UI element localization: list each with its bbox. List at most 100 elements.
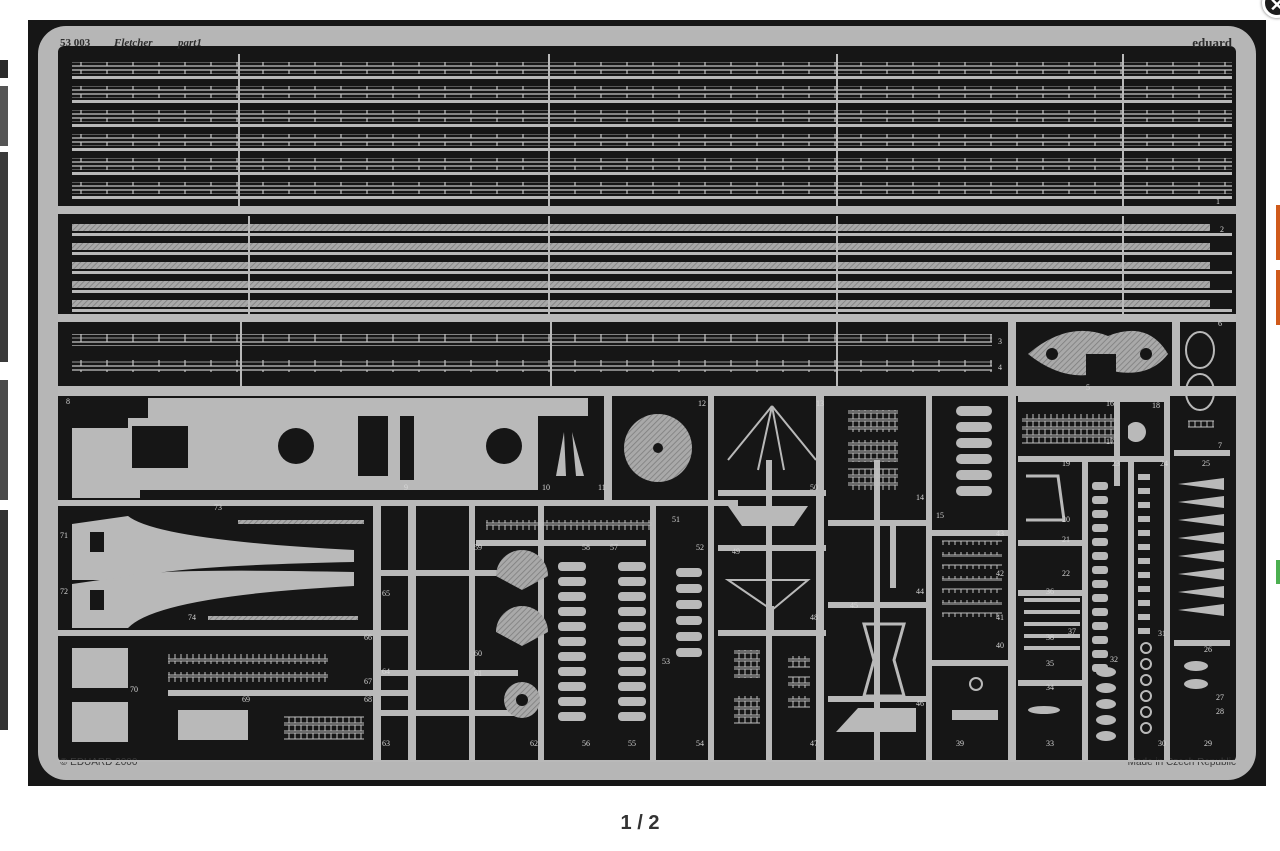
ladder <box>942 612 1002 617</box>
spike-part <box>1178 496 1224 508</box>
ladder <box>168 672 328 682</box>
ladder <box>942 540 1002 545</box>
bracket <box>556 432 566 476</box>
pill-part <box>1138 572 1150 578</box>
part-code: 53 003 <box>60 37 91 49</box>
strut <box>890 524 896 588</box>
pill-part <box>676 616 702 625</box>
mount-hole <box>1140 348 1152 360</box>
sprue-bar <box>1082 460 1088 762</box>
strip-part <box>1024 610 1080 614</box>
part-number-label: 11 <box>598 483 606 492</box>
ladder <box>788 656 810 668</box>
part-number-label: 52 <box>696 543 704 552</box>
mount-hole <box>1046 348 1058 360</box>
ladder <box>942 600 1002 605</box>
part-number-label: 71 <box>60 531 68 540</box>
pill-part <box>618 562 646 571</box>
pill-part <box>618 697 646 706</box>
part-number-label: 40 <box>996 641 1004 650</box>
sprue-bar <box>408 506 416 762</box>
sprue-bar <box>476 540 646 546</box>
ladder <box>848 440 898 462</box>
strip-part <box>238 520 364 524</box>
chain-sprue <box>72 252 1232 255</box>
part-number-label: 21 <box>1062 535 1070 544</box>
ladder <box>486 520 652 530</box>
pill-part <box>956 486 992 496</box>
part-number-label: 64 <box>382 667 390 676</box>
parts-group <box>58 206 1236 762</box>
pill-part <box>956 422 992 432</box>
ring-part <box>1140 674 1152 686</box>
background-page-left <box>0 0 10 851</box>
half-disc <box>496 606 548 646</box>
sprue-bar <box>1172 322 1180 396</box>
ladder <box>788 696 810 708</box>
railing-group-1 <box>72 54 1232 208</box>
ladder <box>1188 420 1214 428</box>
ring-part <box>1140 642 1152 654</box>
part-number-label: 12 <box>698 399 706 408</box>
part-number-label: 74 <box>188 613 196 622</box>
crane-part <box>724 579 811 612</box>
copyright-label: © EDUARD 2000 <box>60 757 138 768</box>
railing-sprue <box>72 76 1232 79</box>
part-number-label: 55 <box>628 739 636 748</box>
pill-part <box>558 637 586 646</box>
ring-part <box>1140 690 1152 702</box>
chain <box>72 224 1210 231</box>
oval-part <box>1096 731 1116 741</box>
part-number-label: 22 <box>1062 569 1070 578</box>
chain <box>72 243 1210 250</box>
cutout <box>400 416 414 480</box>
sprue-bar <box>828 696 926 702</box>
part-number-label: 23 <box>1112 459 1120 468</box>
half-disc <box>496 550 548 590</box>
sprue-bar <box>1018 396 1168 402</box>
bracket <box>572 432 584 476</box>
sprue-bar <box>828 520 926 526</box>
part-number-label: 43 <box>996 529 1004 538</box>
chain <box>72 300 1210 307</box>
bar-part <box>952 710 998 720</box>
railing <box>72 334 992 346</box>
sprue-bar <box>718 490 826 496</box>
sprue-bar <box>828 602 926 608</box>
railing-group-3 <box>72 322 1016 386</box>
railing-sprue <box>72 196 1232 199</box>
chain-tab <box>1122 216 1124 316</box>
part-number-label: 70 <box>130 685 138 694</box>
part-number-label: 58 <box>582 543 590 552</box>
small-part <box>1128 421 1146 443</box>
railing <box>72 182 1232 194</box>
strip-part <box>1024 622 1080 626</box>
cutout-hole <box>278 428 314 464</box>
sprue-bar <box>378 710 518 716</box>
cutout-hole <box>486 428 522 464</box>
block-part <box>72 702 128 742</box>
pill-part <box>1092 650 1108 658</box>
close-button[interactable]: ✕ <box>1262 0 1280 18</box>
sprue-bar <box>469 506 475 762</box>
ladder <box>1022 414 1116 444</box>
sprue-bar <box>816 396 824 762</box>
part-number-label: 66 <box>364 633 372 642</box>
railing-sprue <box>72 148 1232 151</box>
strip-part <box>1024 646 1080 650</box>
mount-plate <box>1028 330 1168 376</box>
pill-part <box>558 667 586 676</box>
pill-part <box>558 712 586 721</box>
spike-part <box>1178 586 1224 598</box>
eye-part <box>1028 706 1060 714</box>
pill-part <box>618 652 646 661</box>
railing <box>72 360 992 372</box>
ladder <box>734 650 760 678</box>
boom-part <box>72 570 354 628</box>
part-number-label: 36 <box>1046 587 1054 596</box>
sprue-bar <box>718 630 826 636</box>
ship-name: Fletcher <box>113 37 153 49</box>
part-number-label: 72 <box>60 587 68 596</box>
pill-part <box>618 667 646 676</box>
pill-part <box>1138 614 1150 620</box>
